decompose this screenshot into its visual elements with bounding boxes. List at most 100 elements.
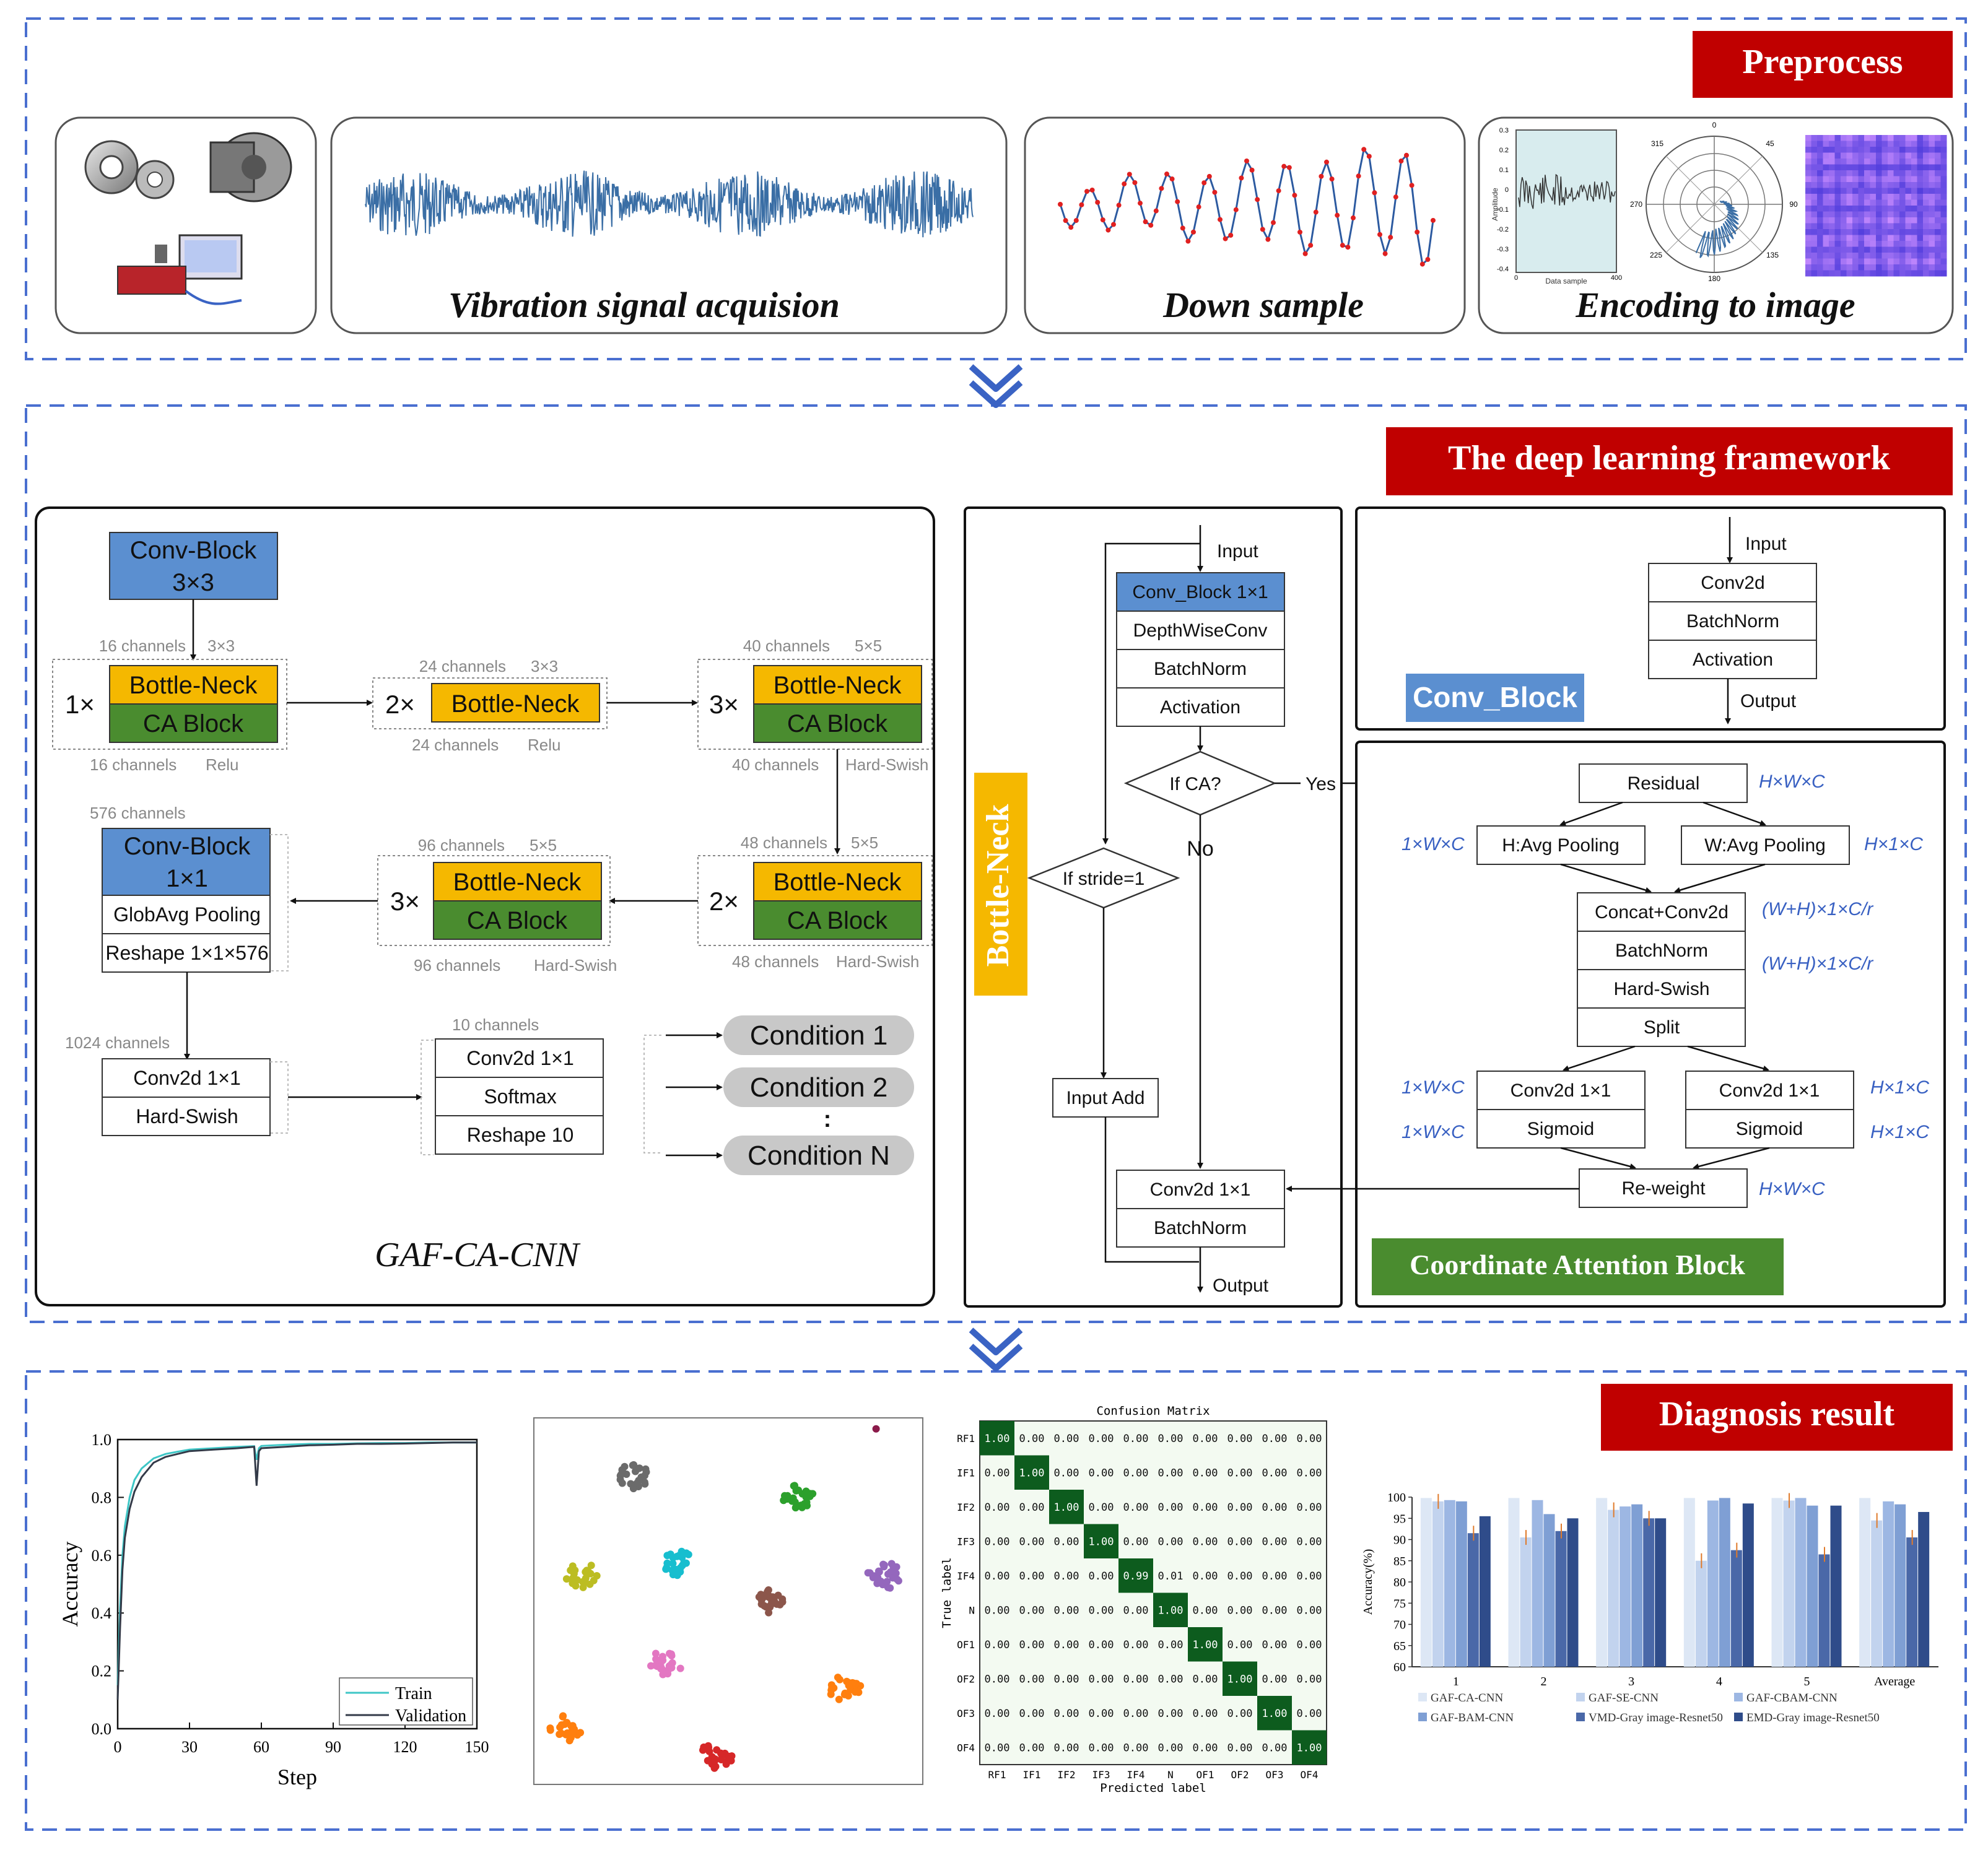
confusion-value: 0.00 xyxy=(1123,1467,1149,1479)
tsne-point xyxy=(668,1566,676,1575)
gaf-cell xyxy=(1911,270,1917,277)
gaf-cell xyxy=(1876,164,1882,171)
gaf-cell xyxy=(1899,223,1906,230)
sample-point xyxy=(1084,189,1089,194)
tsne-frame xyxy=(533,1417,923,1785)
ca-block xyxy=(433,900,602,940)
x-tick-label: Average xyxy=(1874,1675,1915,1688)
bn-tail-label: BatchNorm xyxy=(1154,1218,1247,1238)
daq-system-icon xyxy=(117,234,243,305)
gaf-cell xyxy=(1864,152,1870,159)
bar xyxy=(1871,1520,1883,1667)
gaf-cell xyxy=(1881,211,1888,218)
reshape-label: Reshape 10 xyxy=(467,1124,574,1146)
row-label: OF3 xyxy=(957,1708,975,1719)
tsne-point xyxy=(680,1550,688,1558)
gaf-cell xyxy=(1917,217,1924,224)
gaf-cell xyxy=(1841,258,1847,265)
y-axis-label: Accuracy xyxy=(58,1542,82,1627)
confusion-value: 0.00 xyxy=(1193,1536,1218,1548)
downsampled-signal xyxy=(1058,147,1436,267)
confusion-value: 0.00 xyxy=(1193,1467,1218,1479)
ellipsis: : xyxy=(824,1106,832,1132)
y-tick-label: 95 xyxy=(1393,1512,1406,1526)
gaf-cell xyxy=(1817,147,1823,153)
gaf-cell xyxy=(1917,229,1924,235)
gaf-cell xyxy=(1911,206,1917,212)
confusion-value: 0.00 xyxy=(1054,1570,1079,1583)
gaf-cell xyxy=(1870,188,1877,194)
stage-4-group xyxy=(697,855,933,946)
confusion-value: 0.00 xyxy=(1054,1433,1079,1445)
gaf-cell xyxy=(1811,170,1818,176)
y-tick-label: 0.8 xyxy=(92,1488,112,1506)
gaf-cell xyxy=(1817,188,1823,194)
confusion-value: 1.00 xyxy=(1019,1467,1045,1479)
gaf-cell xyxy=(1935,164,1941,171)
confusion-value: 0.00 xyxy=(1158,1742,1184,1754)
gaf-cell xyxy=(1811,147,1818,153)
conv2d-left-box xyxy=(1476,1071,1646,1110)
confusion-value: 0.00 xyxy=(1089,1467,1114,1479)
ca-stack-label: BatchNorm xyxy=(1615,941,1708,961)
gaf-cell xyxy=(1917,188,1924,194)
sample-point xyxy=(1255,197,1260,202)
gaf-cell xyxy=(1881,199,1888,206)
tsne-point xyxy=(571,1566,579,1575)
tsne-point xyxy=(769,1593,777,1601)
gaf-cell xyxy=(1899,199,1906,206)
tsne-plot xyxy=(546,1425,902,1772)
gaf-cell xyxy=(1888,217,1894,224)
confusion-value: 0.00 xyxy=(1262,1501,1288,1514)
x-tick-label: 90 xyxy=(325,1738,341,1756)
dim-label: (W+H)×1×C/r xyxy=(1762,954,1873,974)
gaf-cell xyxy=(1923,199,1929,206)
gaf-cell xyxy=(1841,164,1847,171)
stage-note: 96 channels xyxy=(418,836,505,854)
gaf-cell xyxy=(1923,241,1929,247)
bar xyxy=(1807,1505,1818,1667)
bar xyxy=(1742,1503,1754,1667)
gaf-cell xyxy=(1905,258,1912,265)
gaf-cell xyxy=(1888,188,1894,194)
gaf-cell xyxy=(1876,223,1882,230)
softmax-box xyxy=(435,1077,604,1116)
bar xyxy=(1479,1516,1491,1667)
gaf-cell xyxy=(1940,176,1947,183)
gaf-cell xyxy=(1864,164,1870,171)
gaf-cell xyxy=(1811,176,1818,183)
confusion-value: 0.00 xyxy=(1019,1604,1045,1617)
y-tick-label: 0.6 xyxy=(92,1547,112,1565)
gaf-cell xyxy=(1864,135,1870,141)
gaf-cell xyxy=(1923,152,1929,159)
gaf-cell xyxy=(1881,229,1888,235)
gaf-cell xyxy=(1888,194,1894,200)
gaf-cell xyxy=(1876,176,1882,183)
sample-point xyxy=(1196,204,1201,210)
gaf-cell xyxy=(1870,170,1877,176)
gaf-cell xyxy=(1805,223,1811,230)
sample-point xyxy=(1409,183,1415,188)
gaf-cell xyxy=(1811,217,1818,224)
gaf-cell xyxy=(1935,241,1941,247)
ca-panel-label: Coordinate Attention Block xyxy=(1410,1249,1745,1280)
stage-note: 1024 channels xyxy=(65,1033,170,1052)
confusion-value: 0.00 xyxy=(1019,1433,1045,1445)
gaf-cell xyxy=(1834,258,1841,265)
stage-note: 40 channels xyxy=(743,636,830,655)
confusion-value: 0.00 xyxy=(1123,1673,1149,1685)
gaf-cell xyxy=(1917,152,1924,159)
cb-box-label: Conv2d xyxy=(1701,573,1764,593)
gaf-cell xyxy=(1834,217,1841,224)
gaf-cell xyxy=(1876,211,1882,218)
confusion-value: 0.00 xyxy=(1262,1639,1288,1651)
gaf-cell xyxy=(1911,147,1917,153)
confusion-value: 0.00 xyxy=(1262,1673,1288,1685)
confusion-value: 0.00 xyxy=(1158,1536,1184,1548)
sample-point xyxy=(1116,202,1122,208)
gaf-cell xyxy=(1811,199,1818,206)
stage-note: 576 channels xyxy=(90,804,186,822)
gaf-cell xyxy=(1817,199,1823,206)
gaf-cell xyxy=(1841,264,1847,271)
confusion-value: 0.00 xyxy=(985,1570,1010,1583)
